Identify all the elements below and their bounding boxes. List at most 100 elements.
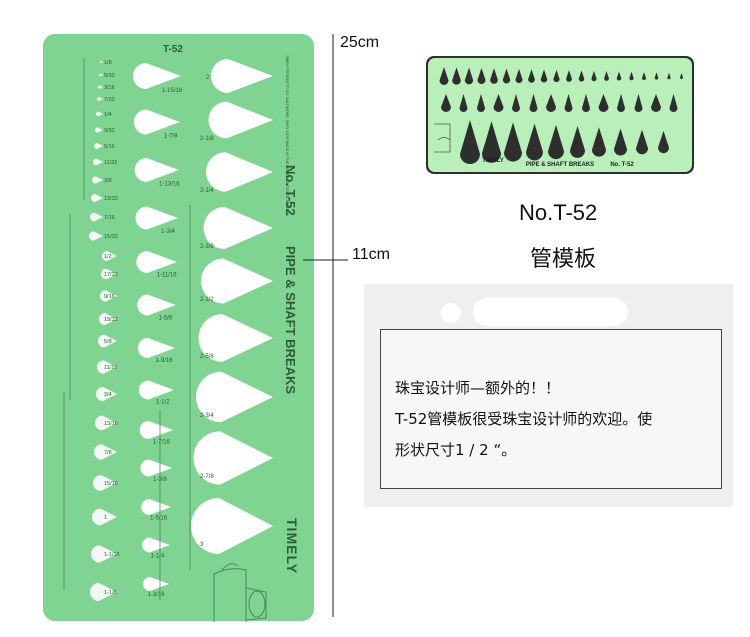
photo-caption: PIPE & SHAFT BREAKS [526,162,594,168]
photo-teardrop [616,71,622,81]
small-teardrop [99,290,117,302]
photo-teardrop [566,70,572,82]
size-label: 1-1/8 [104,590,117,596]
photo-teardrop [452,67,461,85]
large-teardrop [198,314,273,362]
size-label: 1-15/16 [162,88,183,94]
photo-teardrop [658,130,669,154]
size-label: 1-13/16 [159,181,180,187]
description-line: 形状尺寸1 / 2 “。 [395,441,517,459]
photo-teardrop [529,94,538,112]
size-label: 2 [206,75,210,81]
size-label: 2-3/8 [200,244,214,250]
photo-teardrop [651,94,661,112]
size-label: 1-7/16 [153,439,171,445]
photo-teardrop [459,94,468,112]
small-teardrop [100,268,117,280]
large-teardrop [201,258,273,304]
size-label: 2-1/4 [200,188,214,194]
photo-teardrop [490,68,498,84]
photo-teardrop [439,67,449,85]
size-label: 7/32 [104,97,115,103]
small-teardrop [98,85,103,89]
size-label: 5/8 [104,339,112,345]
size-label: 9/32 [104,128,115,134]
size-label: 1-5/16 [150,516,168,522]
medium-teardrop [138,338,175,358]
size-label: 1/2 [104,254,112,260]
small-teardrop [89,231,103,241]
size-label: 7/16 [104,215,115,221]
card-hole-slot [473,298,628,326]
photo-teardrop [564,94,573,112]
small-teardrop [96,111,103,117]
width-label: 11cm [352,246,390,263]
length-label: 25cm [340,34,380,51]
size-label: 1-7/8 [164,134,178,140]
size-label: 1/4 [104,112,112,118]
medium-teardrop [143,577,169,591]
photo-teardrop [614,128,627,156]
card-hole-dot [441,303,461,323]
photo-model: No. T-52 [610,162,634,168]
photo-teardrop [669,94,678,112]
photo-teardrop [546,94,556,112]
photo-teardrop [654,72,659,80]
teardrop-cutouts [89,59,273,601]
product-subtitle: 管模板 [530,247,597,272]
description-line: 珠宝设计师—额外的！！ [395,379,561,397]
template-vertical-title: PIPE & SHAFT BREAKS [283,246,298,394]
photo-teardrop [636,129,648,155]
photo-teardrop [548,124,564,160]
size-label: 2-7/8 [200,474,214,480]
photo-teardrop [629,71,634,81]
medium-teardrop [142,537,170,553]
size-label: 17/32 [104,272,118,278]
small-teardrop [95,415,117,431]
small-teardrop [92,508,117,526]
photo-teardrop [680,73,683,79]
large-teardrop [195,371,273,423]
description-line: T-52管模板很受珠宝设计师的欢迎。使 [395,410,653,428]
small-teardrop [102,251,117,261]
photo-teardrop [591,70,597,82]
large-teardrop [211,59,273,93]
photo-pipe-drawing [434,123,451,153]
photo-brand: TIMELY [482,158,503,164]
template-model-label: T-52 [163,44,183,55]
photo-teardrop [570,126,585,158]
medium-teardrop [140,459,172,477]
pipe-drawing [213,563,267,622]
medium-teardrop [138,380,174,400]
photo-teardrop [477,67,486,85]
size-label: 3 [200,542,204,548]
medium-teardrop [135,206,178,230]
photo-teardrop [582,94,590,112]
size-label: 2-1/8 [200,136,214,142]
template-model-vertical: No. T-52 [283,165,298,216]
large-teardrop [208,101,273,139]
photo-teardrop [634,94,643,112]
photo-teardrop [526,123,543,161]
photo-teardrop [482,121,501,163]
size-label: 3/8 [104,178,112,184]
photo-teardrop [502,68,511,84]
medium-teardrop [137,294,176,316]
product-photo: PIPE & SHAFT BREAKS No. T-52 TIMELY [426,56,694,174]
template-brand-logo: TIMELY [284,518,300,574]
small-teardrop [94,143,103,149]
size-label: 1 [104,515,107,521]
size-label: 1-1/16 [104,552,120,558]
small-teardrop [90,583,117,601]
size-label: 15/32 [104,234,118,240]
size-label: 1-3/4 [161,229,175,235]
size-label: 1-9/16 [155,358,173,364]
small-teardrop [96,360,117,374]
small-teardrop [90,545,117,563]
description-box: 珠宝设计师—额外的！！ T-52管模板很受珠宝设计师的欢迎。使 形状尺寸1 / … [380,329,722,489]
photo-teardrop [477,94,485,112]
large-teardrop [191,498,273,554]
size-label: 2-3/4 [200,413,214,419]
photo-teardrop [604,71,609,81]
